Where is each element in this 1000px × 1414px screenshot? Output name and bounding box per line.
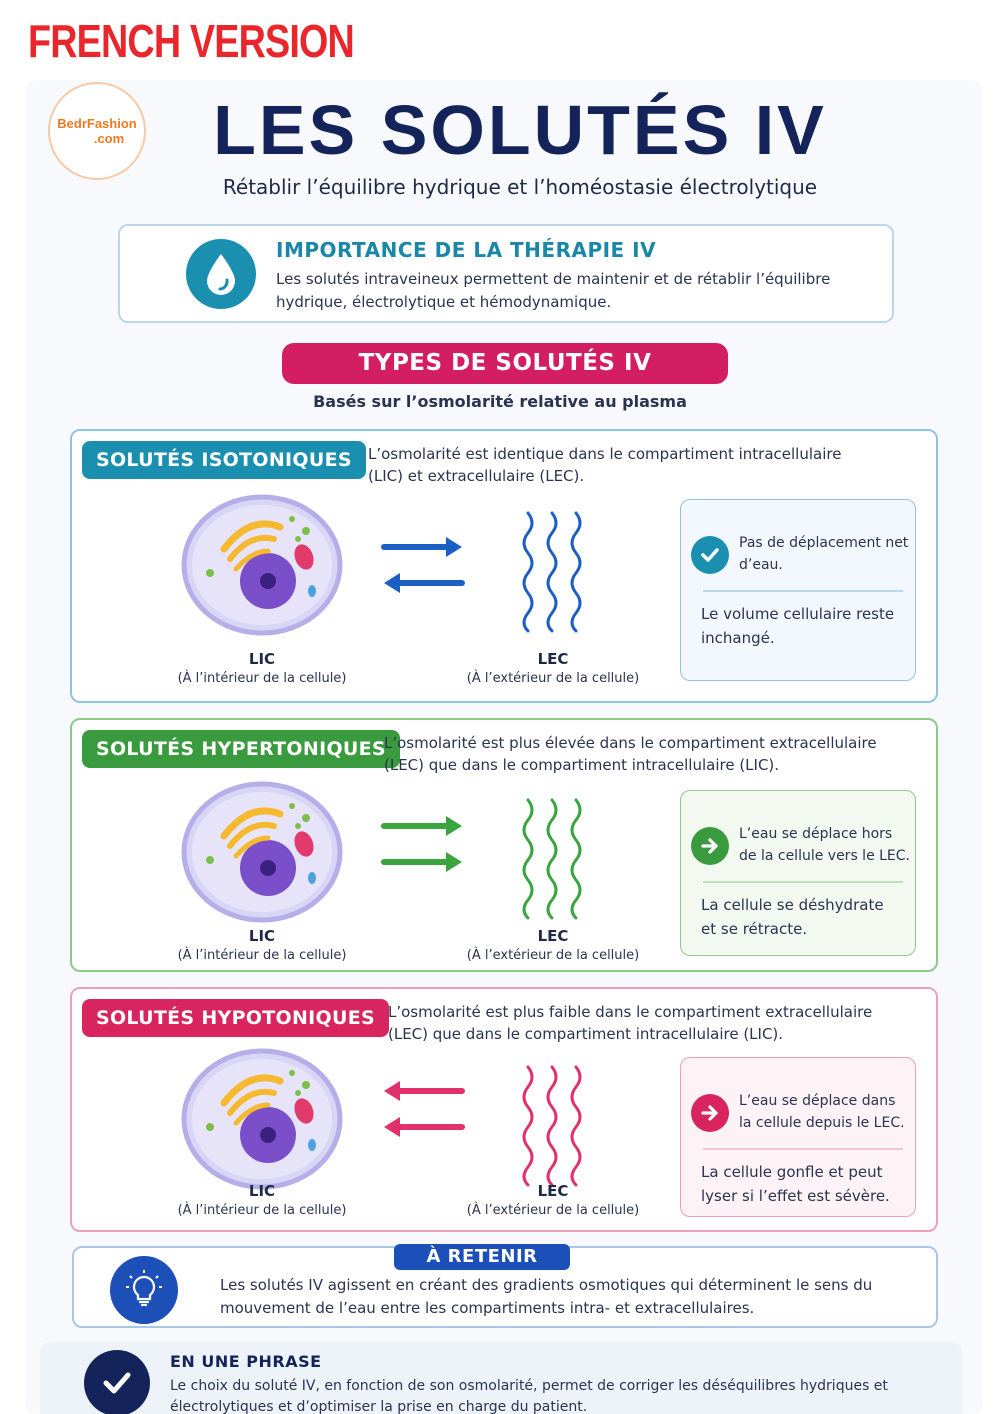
retenir-text: Les solutés IV agissent en créant des gr… bbox=[220, 1276, 873, 1317]
lic-caption: LIC (À l’intérieur de la cellule) bbox=[162, 1181, 362, 1221]
water-waves-icon bbox=[518, 796, 588, 920]
lec-caption: LEC (À l’extérieur de la cellule) bbox=[448, 649, 658, 689]
logo-line-2: .com bbox=[93, 131, 125, 146]
checkmark-icon bbox=[84, 1350, 150, 1414]
summary-heading: EN UNE PHRASE bbox=[170, 1352, 322, 1371]
divider bbox=[703, 881, 903, 883]
cell-illustration bbox=[180, 1047, 344, 1191]
lic-caption-text: (À l’intérieur de la cellule) bbox=[177, 948, 347, 963]
section-description: L’osmolarité est identique dans le compa… bbox=[368, 445, 842, 485]
summary-card: EN UNE PHRASE Le choix du soluté IV, en … bbox=[40, 1342, 962, 1414]
logo-line-1: BedrFashion bbox=[57, 116, 137, 131]
lic-label: LIC bbox=[248, 650, 276, 668]
lec-label: LEC bbox=[537, 650, 569, 668]
arrows-left-icon bbox=[380, 1079, 466, 1139]
solute-section: SOLUTÉS HYPERTONIQUES L’osmolarité est p… bbox=[70, 718, 938, 972]
lic-caption-text: (À l’intérieur de la cellule) bbox=[177, 671, 347, 686]
arrow-right-icon bbox=[691, 1094, 729, 1132]
effect-line-2: Le volume cellulaire reste inchangé. bbox=[701, 605, 895, 647]
divider bbox=[703, 1148, 903, 1150]
lec-label: LEC bbox=[537, 927, 569, 945]
types-banner: TYPES DE SOLUTÉS IV bbox=[282, 343, 728, 384]
retenir-tag: À RETENIR bbox=[394, 1244, 570, 1270]
effect-line-1: Pas de déplacement net d’eau. bbox=[739, 535, 909, 573]
page-subtitle: Rétablir l’équilibre hydrique et l’homéo… bbox=[222, 175, 818, 199]
section-description: L’osmolarité est plus élevée dans le com… bbox=[384, 734, 877, 774]
section-tag: SOLUTÉS ISOTONIQUES bbox=[82, 441, 366, 479]
water-waves-icon bbox=[518, 509, 588, 633]
solute-section: SOLUTÉS HYPOTONIQUES L’osmolarité est pl… bbox=[70, 987, 938, 1232]
lec-caption-text: (À l’extérieur de la cellule) bbox=[466, 671, 640, 686]
effect-line-2: La cellule se déshydrate et se rétracte. bbox=[701, 896, 884, 938]
page-title: LES SOLUTÉS IV bbox=[213, 91, 827, 169]
cell-illustration bbox=[180, 493, 344, 637]
effect-box: L’eau se déplace dans la cellule depuis … bbox=[680, 1057, 916, 1217]
lic-label: LIC bbox=[248, 927, 276, 945]
water-waves-icon bbox=[518, 1063, 588, 1187]
arrows-bidirectional-icon bbox=[380, 535, 466, 595]
lic-label: LIC bbox=[248, 1182, 276, 1200]
solute-section: SOLUTÉS ISOTONIQUES L’osmolarité est ide… bbox=[70, 429, 938, 703]
importance-card: IMPORTANCE DE LA THÉRAPIE IV Les solutés… bbox=[118, 224, 894, 323]
importance-text: Les solutés intraveineux permettent de m… bbox=[276, 270, 831, 311]
brand-logo: BedrFashion .com bbox=[48, 82, 146, 180]
effect-line-2: La cellule gonfle et peut lyser si l’eff… bbox=[701, 1163, 890, 1205]
water-drop-icon bbox=[186, 239, 256, 309]
effect-line-1: L’eau se déplace hors de la cellule vers… bbox=[739, 826, 911, 864]
lec-caption: LEC (À l’extérieur de la cellule) bbox=[448, 1181, 658, 1221]
summary-text: Le choix du soluté IV, en fonction de so… bbox=[170, 1378, 888, 1414]
lec-caption-text: (À l’extérieur de la cellule) bbox=[466, 948, 640, 963]
types-subtitle: Basés sur l’osmolarité relative au plasm… bbox=[313, 392, 687, 411]
arrows-right-icon bbox=[380, 814, 466, 874]
lic-caption-text: (À l’intérieur de la cellule) bbox=[177, 1203, 347, 1218]
arrow-right-icon bbox=[691, 827, 729, 865]
checkmark-icon bbox=[691, 536, 729, 574]
section-tag: SOLUTÉS HYPOTONIQUES bbox=[82, 999, 389, 1037]
cell-illustration bbox=[180, 780, 344, 924]
section-tag: SOLUTÉS HYPERTONIQUES bbox=[82, 730, 400, 768]
divider bbox=[703, 590, 903, 592]
lec-label: LEC bbox=[537, 1182, 569, 1200]
lic-caption: LIC (À l’intérieur de la cellule) bbox=[162, 926, 362, 966]
importance-heading: IMPORTANCE DE LA THÉRAPIE IV bbox=[276, 238, 657, 262]
lec-caption: LEC (À l’extérieur de la cellule) bbox=[448, 926, 658, 966]
effect-box: Pas de déplacement net d’eau. Le volume … bbox=[680, 499, 916, 681]
section-description: L’osmolarité est plus faible dans le com… bbox=[388, 1003, 873, 1043]
lec-caption-text: (À l’extérieur de la cellule) bbox=[466, 1203, 640, 1218]
lic-caption: LIC (À l’intérieur de la cellule) bbox=[162, 649, 362, 689]
effect-box: L’eau se déplace hors de la cellule vers… bbox=[680, 790, 916, 956]
lightbulb-icon bbox=[110, 1256, 178, 1324]
version-label: FRENCH VERSION bbox=[28, 15, 355, 67]
effect-line-1: L’eau se déplace dans la cellule depuis … bbox=[739, 1093, 905, 1131]
